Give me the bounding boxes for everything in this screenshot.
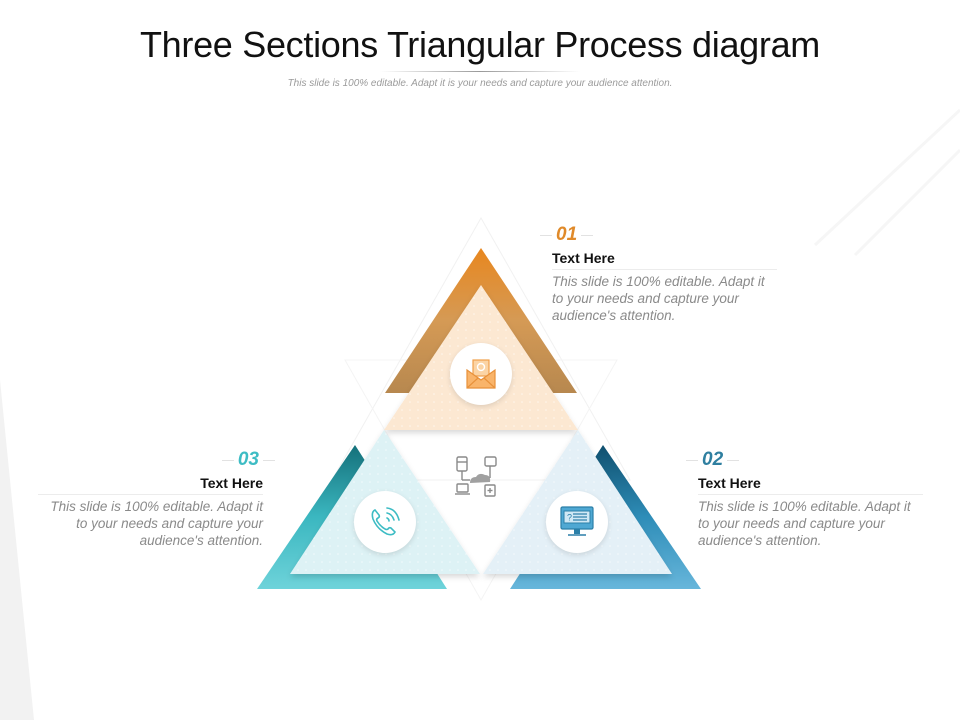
computer-monitor-icon: ? — [560, 506, 594, 536]
step-03-number: 03 — [221, 449, 276, 471]
step-03-title: Text Here — [38, 475, 263, 495]
step-03-label: 03 Text Here This slide is 100% editable… — [38, 449, 276, 549]
step-03-description: This slide is 100% editable. Adapt it to… — [50, 499, 263, 548]
step-02-number: 02 — [685, 449, 740, 471]
step-02-description: This slide is 100% editable. Adapt it to… — [698, 499, 911, 548]
step-01-number: 01 — [539, 224, 594, 246]
step-01-label: 01 Text Here This slide is 100% editable… — [539, 224, 777, 324]
step-02-label: 02 Text Here This slide is 100% editable… — [685, 449, 923, 549]
step-01-icon-circle — [450, 343, 512, 405]
step-02-icon-circle: ? — [546, 491, 608, 553]
step-02-title: Text Here — [698, 475, 923, 495]
page-subtitle: This slide is 100% editable. Adapt it is… — [287, 78, 673, 89]
title-divider — [380, 71, 580, 72]
step-03-icon-circle — [354, 491, 416, 553]
step-01-title: Text Here — [552, 250, 777, 270]
cloud-network-icon — [455, 456, 497, 497]
page-title: Three Sections Triangular Process diagra… — [139, 24, 820, 65]
svg-text:?: ? — [567, 513, 572, 523]
email-envelope-icon — [466, 359, 496, 389]
step-01-description: This slide is 100% editable. Adapt it to… — [552, 274, 765, 323]
phone-call-icon — [371, 507, 400, 536]
